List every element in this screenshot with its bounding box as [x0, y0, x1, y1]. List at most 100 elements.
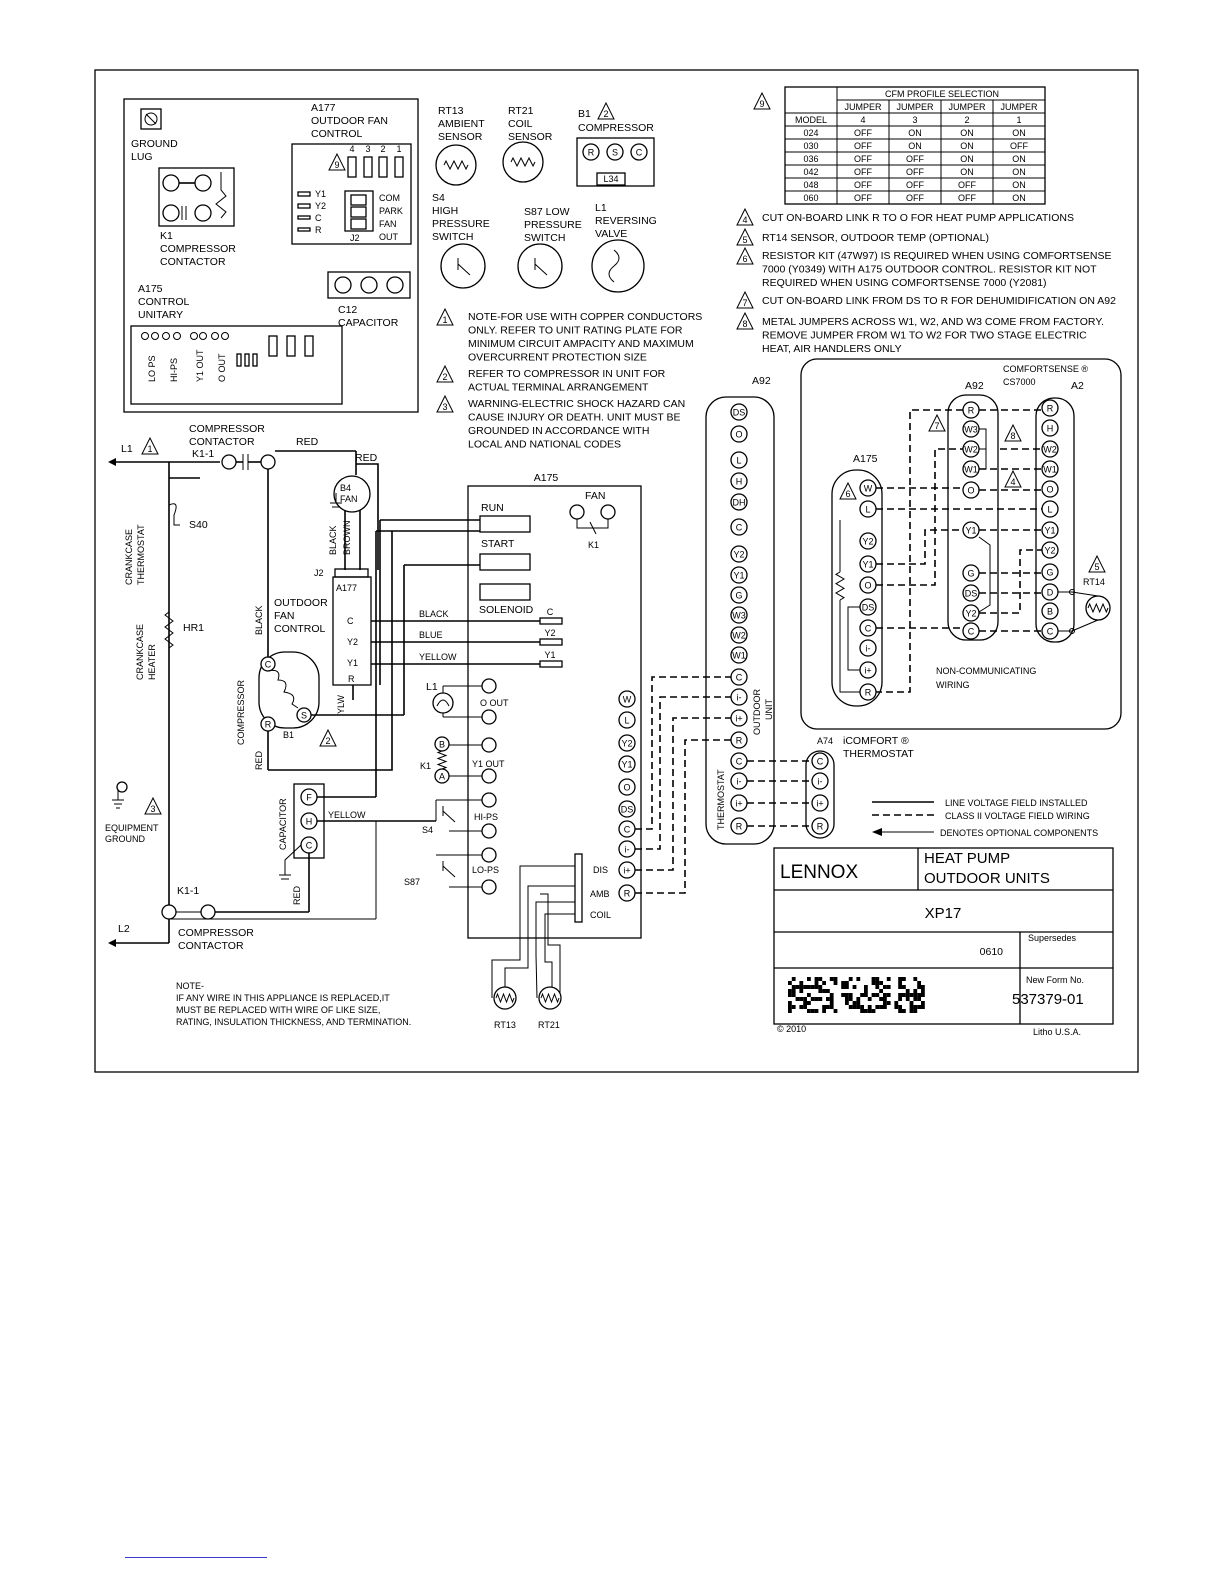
footer-link-underline[interactable] — [125, 1557, 267, 1558]
a2-terminal-label: W1 — [1043, 465, 1057, 475]
label: AMBIENT — [438, 118, 485, 130]
note-triangle-icon — [319, 728, 337, 747]
l2-label: L2 — [118, 923, 130, 935]
board-pin-label: O OUT — [217, 353, 227, 382]
barcode-module — [799, 1005, 804, 1009]
barcode-module — [845, 993, 849, 997]
a175-terminal — [618, 734, 636, 752]
barcode-module — [788, 1009, 792, 1013]
cfm-cell: ON — [960, 154, 974, 164]
barcode-module — [886, 977, 891, 981]
label: FAN — [340, 494, 358, 504]
a175-box-terminal-label: Y2 — [862, 537, 873, 547]
barcode-module — [799, 985, 804, 989]
barcode-module — [791, 993, 796, 997]
l1-label: L1 — [121, 443, 133, 455]
a175-box-label: A175 — [853, 453, 878, 465]
wire-color-label: RED — [254, 750, 264, 770]
ground-lug-icon — [144, 112, 158, 126]
compressor-terminal-label: S — [301, 711, 307, 721]
a177-fan-control-box — [291, 143, 412, 245]
a175-control-board — [467, 485, 642, 939]
barcode-module — [864, 993, 868, 997]
sensor-connector-label: COIL — [590, 910, 611, 920]
a175-label: A175 — [534, 472, 559, 484]
note-triangle-icon — [141, 436, 159, 455]
contact-terminal — [162, 174, 180, 192]
terminal — [481, 737, 497, 753]
a92-terminal-label: i- — [737, 693, 742, 703]
compressor-terminal-label: C — [636, 148, 643, 158]
a177-terminal-label: C — [347, 616, 354, 626]
cfm-cell: ON — [960, 141, 974, 151]
barcode-module — [826, 1005, 830, 1009]
cfm-cell: 060 — [803, 193, 818, 203]
outdoor-unit-label: UNIT — [764, 699, 774, 720]
label: CONTACTOR — [178, 940, 244, 952]
a92-terminal — [730, 566, 748, 584]
a175-box-terminal-label: R — [865, 688, 872, 698]
cfm-cell: ON — [960, 128, 974, 138]
a175-terminal-label: W — [623, 695, 632, 705]
board-pin — [173, 332, 181, 340]
cfm-cell: OFF — [854, 128, 872, 138]
barcode-module — [791, 977, 796, 981]
b4-fan-motor-icon — [333, 475, 371, 513]
barcode-module — [913, 977, 918, 981]
barcode-module — [791, 985, 796, 989]
barcode-module — [848, 1005, 853, 1009]
a92-thermostat-strip — [705, 396, 775, 845]
barcode-module — [913, 997, 918, 1001]
barcode-module — [818, 985, 823, 989]
a2-terminal-label: W2 — [1043, 445, 1057, 455]
crankcase-label: THERMOSTAT — [136, 524, 146, 585]
rt13-label: RT13 — [494, 1020, 516, 1030]
a2-strip — [1035, 397, 1075, 643]
start-label: START — [481, 538, 515, 550]
label: CONTROL — [274, 623, 325, 635]
label: OUTDOOR FAN — [311, 115, 388, 127]
barcode-module — [867, 1009, 872, 1013]
board-pin — [199, 332, 207, 340]
litho-label: Litho U.S.A. — [1033, 1027, 1081, 1037]
wire-end-connector — [539, 638, 563, 646]
wire-color-label: BLACK — [254, 605, 264, 635]
barcode-module — [867, 997, 872, 1001]
j2-connector-box — [344, 190, 374, 232]
resistor-symbol-icon — [495, 992, 515, 1004]
label: SENSOR — [508, 131, 553, 143]
label: RESISTOR KIT (47W97) IS REQUIRED WHEN US… — [762, 250, 1111, 262]
note-triangle-icon — [736, 311, 754, 330]
metal-jumper — [979, 428, 987, 470]
pin-label: R — [315, 225, 322, 235]
a175-box-terminal-label: Y1 — [862, 560, 873, 570]
barcode-module — [905, 997, 910, 1001]
label: COIL — [508, 118, 533, 130]
barcode-module — [902, 993, 906, 997]
barcode-module — [826, 997, 830, 1001]
label: 7000 (Y0349) WITH A175 OUTDOOR CONTROL. … — [762, 264, 1097, 276]
a92-terminal — [730, 586, 748, 604]
note-number: 9 — [759, 99, 764, 109]
k1-label: K1 — [420, 761, 431, 771]
a175-terminal-label: i+ — [623, 866, 630, 876]
wire-color-label: BLACK — [419, 609, 449, 619]
pin-number: 1 — [396, 144, 401, 154]
barcode-module — [875, 1005, 880, 1009]
label: LOCAL AND NATIONAL CODES — [468, 439, 621, 451]
a2-terminal-label: C — [1047, 627, 1054, 637]
k1-contactor-box — [158, 167, 235, 227]
high-pressure-switch-icon — [440, 243, 486, 289]
a175-terminal-label: DS — [621, 805, 634, 815]
cfm-cell: OFF — [854, 141, 872, 151]
label: K1 — [160, 230, 173, 242]
label: METAL JUMPERS ACROSS W1, W2, AND W3 COME… — [762, 316, 1104, 328]
valve-coil — [608, 249, 620, 283]
ds-link — [847, 606, 860, 671]
label: LUG — [131, 151, 153, 163]
board-pin — [141, 332, 149, 340]
b1-label: B1 — [283, 730, 294, 740]
a175-terminal-label: Y2 — [621, 739, 632, 749]
note-triangle-icon — [736, 207, 754, 226]
pin-number: 3 — [365, 144, 370, 154]
